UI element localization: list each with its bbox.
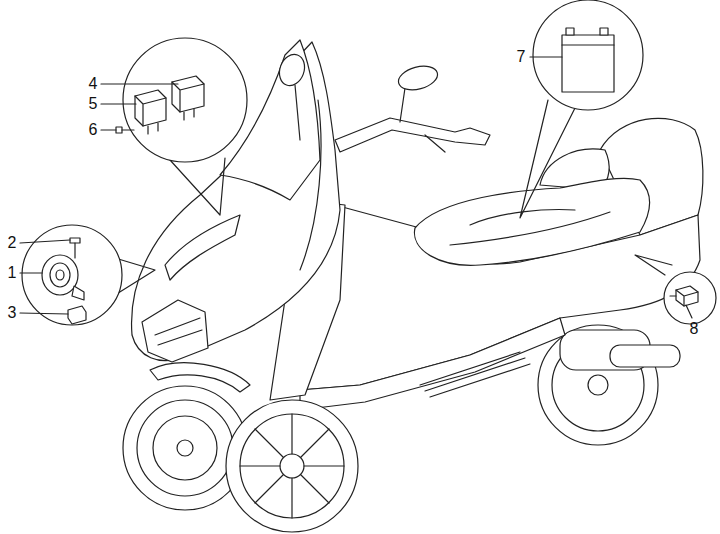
zoom-circle bbox=[533, 0, 643, 110]
mirror-stem bbox=[295, 85, 300, 140]
mirror bbox=[396, 62, 440, 94]
zoom-circle bbox=[123, 38, 247, 162]
exhaust bbox=[610, 345, 680, 367]
cable bbox=[300, 100, 321, 270]
relay bbox=[135, 90, 166, 134]
front-light bbox=[165, 215, 240, 280]
zoom-circle bbox=[664, 272, 716, 324]
brake-lever bbox=[425, 135, 445, 152]
callout-number: 1 bbox=[8, 265, 17, 281]
floorboard bbox=[300, 318, 565, 410]
screw bbox=[70, 238, 80, 258]
callout-number: 3 bbox=[8, 305, 17, 321]
floor-grip bbox=[420, 352, 530, 397]
callout-number: 7 bbox=[517, 49, 526, 65]
front-wheel-right bbox=[226, 400, 358, 532]
zoom-pointer bbox=[520, 100, 575, 218]
horn bbox=[42, 255, 84, 300]
zoom-pointer bbox=[170, 158, 225, 215]
grill-line bbox=[155, 318, 202, 345]
mirror-stem bbox=[400, 88, 405, 122]
handlebar bbox=[335, 118, 490, 152]
screw bbox=[116, 127, 134, 133]
zoom-pointer bbox=[635, 255, 672, 275]
battery bbox=[562, 28, 614, 92]
bracket bbox=[68, 306, 86, 324]
seat bbox=[414, 178, 649, 265]
headlight bbox=[142, 300, 208, 362]
rear-wheel bbox=[538, 325, 658, 445]
switch bbox=[670, 286, 698, 306]
callout-number: 8 bbox=[690, 321, 699, 337]
callout-number: 5 bbox=[89, 96, 98, 112]
relay bbox=[172, 76, 204, 120]
mudguard bbox=[150, 363, 250, 392]
mirror bbox=[275, 51, 308, 89]
callout-number: 6 bbox=[89, 122, 98, 138]
callout-number: 4 bbox=[89, 76, 98, 92]
seat-line bbox=[450, 212, 610, 245]
zoom-circle bbox=[22, 225, 122, 325]
callout-number: 2 bbox=[8, 235, 17, 251]
leader-lines bbox=[20, 57, 692, 318]
